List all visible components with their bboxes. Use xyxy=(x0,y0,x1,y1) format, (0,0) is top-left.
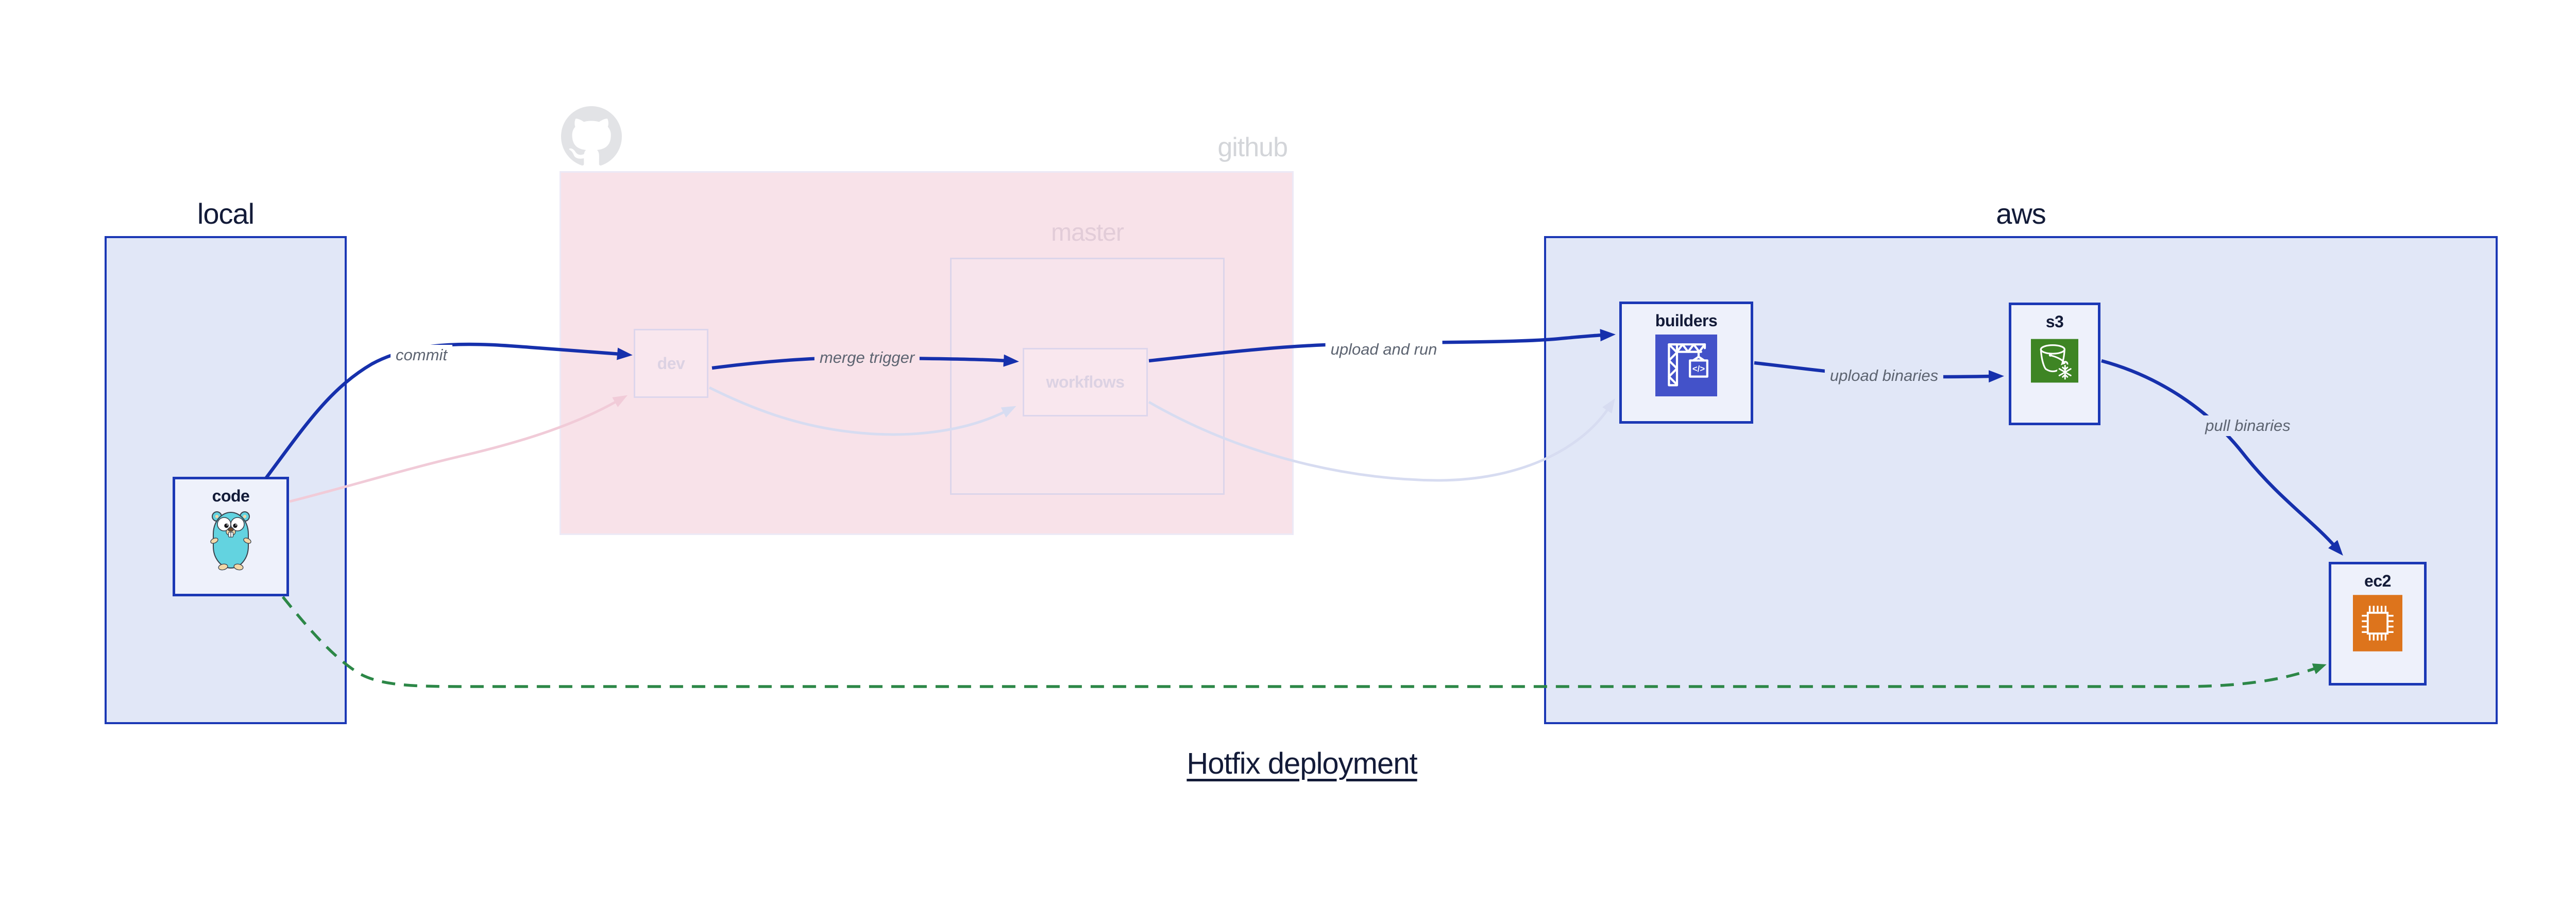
container-master-label: master xyxy=(1051,219,1124,246)
node-builders: builders </> xyxy=(1619,302,1753,424)
edge-label-upload-and-run: upload and run xyxy=(1325,339,1443,360)
node-code-label: code xyxy=(212,487,250,505)
codebuild-crane-icon: </> xyxy=(1655,335,1717,396)
node-dev: dev xyxy=(634,329,708,398)
s3-glacier-bucket-icon xyxy=(2031,339,2078,383)
edge-label-upload-binaries: upload binaries xyxy=(1824,365,1944,386)
node-s3-label: s3 xyxy=(2045,312,2064,331)
node-ec2-label: ec2 xyxy=(2364,572,2391,590)
edge-label-merge-trigger: merge trigger xyxy=(814,347,920,368)
edge-label-pull-binaries: pull binaries xyxy=(2200,415,2296,436)
node-dev-label: dev xyxy=(657,354,685,373)
ec2-chip-icon xyxy=(2353,595,2402,652)
svg-text:</>: </> xyxy=(1692,364,1705,374)
container-local-label: local xyxy=(197,197,255,230)
diagram-title-text: Hotfix deployment xyxy=(1187,747,1417,780)
octocat-icon xyxy=(561,106,622,166)
container-aws-label: aws xyxy=(1996,197,2046,230)
node-builders-label: builders xyxy=(1655,311,1718,330)
node-code: code xyxy=(173,477,289,596)
node-s3: s3 xyxy=(2009,303,2100,425)
node-workflows: workflows xyxy=(1023,348,1148,416)
diagram-title: Hotfix deployment xyxy=(0,746,2576,781)
node-ec2: ec2 xyxy=(2329,562,2427,686)
gopher-icon xyxy=(210,511,251,571)
container-github-label: github xyxy=(1217,132,1288,162)
node-workflows-label: workflows xyxy=(1046,373,1125,391)
edge-label-commit: commit xyxy=(391,345,452,365)
